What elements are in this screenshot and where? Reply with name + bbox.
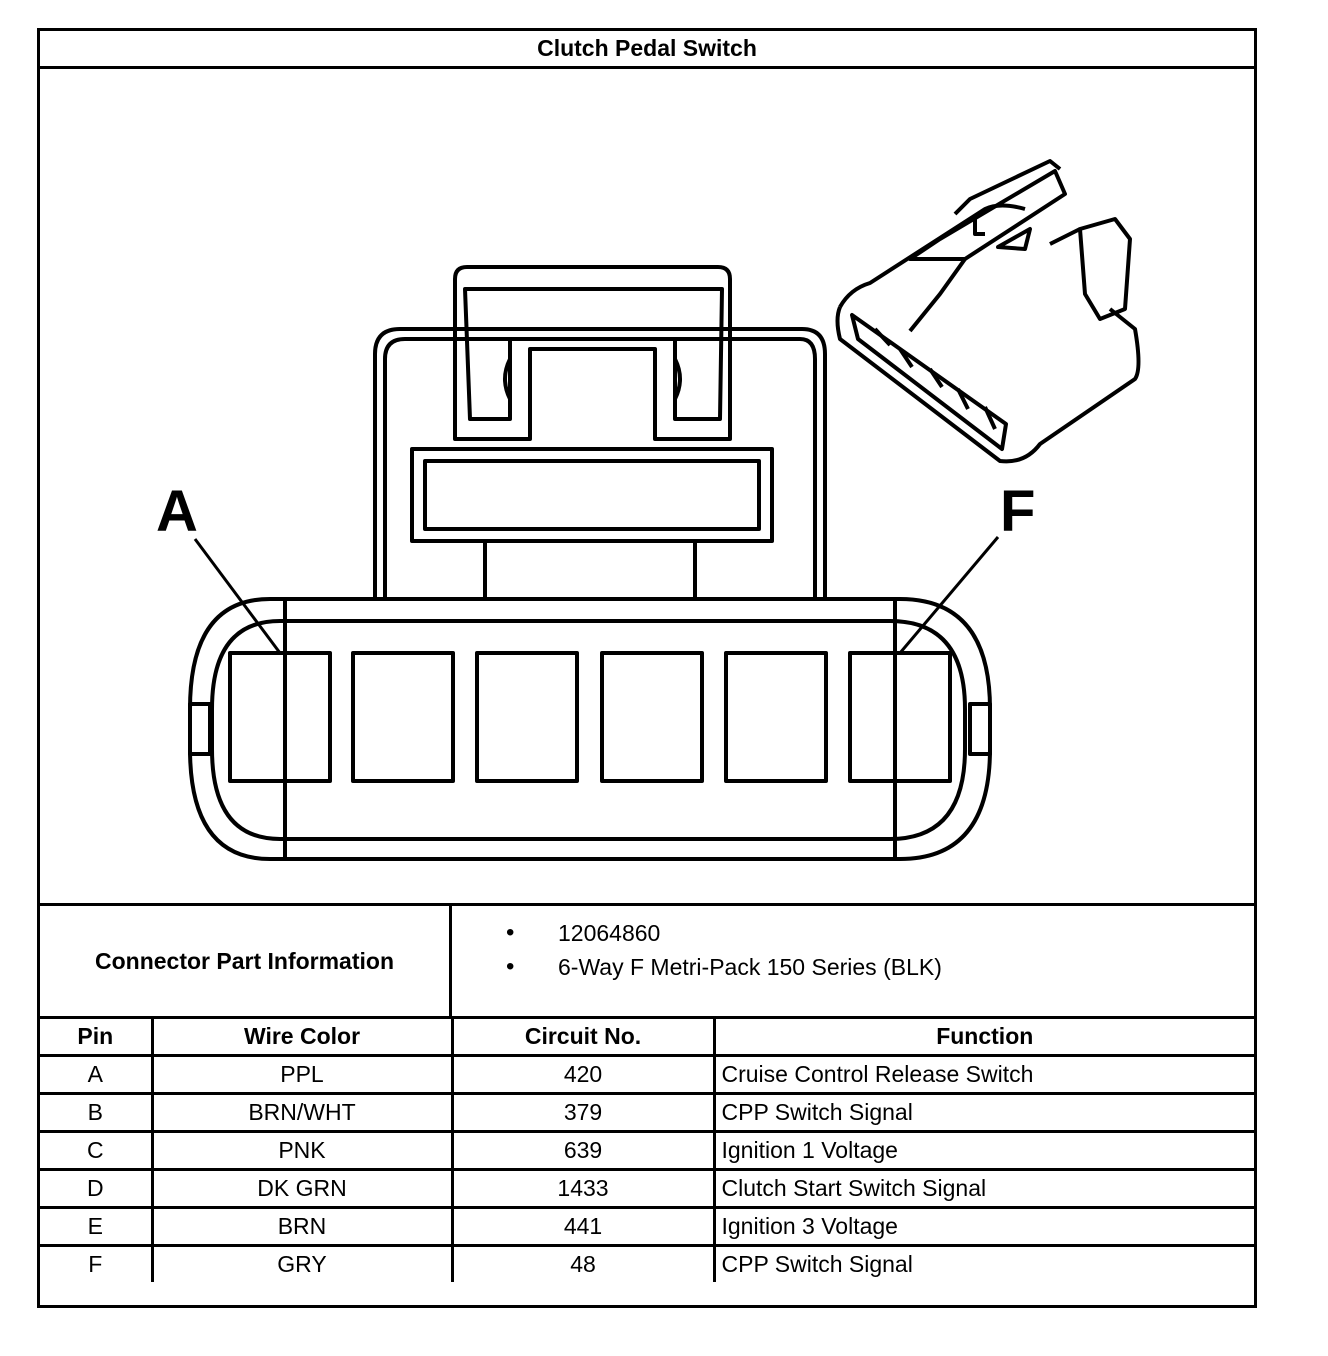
connector-part-number: 12064860 [452,916,1254,950]
connector-inner-shell [210,619,967,841]
header-function: Function [712,1019,1254,1057]
connector-outer-shell [188,597,992,861]
cell-function: Ignition 3 Voltage [712,1206,1254,1247]
cell-function: Cruise Control Release Switch [712,1054,1254,1095]
cell-wire-color: BRN/WHT [150,1092,454,1133]
connector-sheet: Clutch Pedal Switch [37,28,1257,1308]
table-row: E BRN 441 Ignition 3 Voltage [40,1206,1254,1247]
pin-label-a: A [156,479,198,544]
pin-label-f: F [1000,479,1035,544]
cell-pin: C [40,1130,154,1171]
cell-function: Ignition 1 Voltage [712,1130,1254,1171]
leader-line-a [193,538,282,654]
cell-function: Clutch Start Switch Signal [712,1168,1254,1209]
connector-part-info: Connector Part Information 12064860 6-Wa… [40,903,1254,1019]
left-side-tab [188,702,212,756]
cell-function: CPP Switch Signal [712,1092,1254,1133]
cell-wire-color: PPL [150,1054,454,1095]
table-row: B BRN/WHT 379 CPP Switch Signal [40,1092,1254,1133]
cell-circuit: 420 [450,1054,716,1095]
table-header-row: Pin Wire Color Circuit No. Function [40,1019,1254,1057]
cell-wire-color: BRN [150,1206,454,1247]
latch-stem [483,539,697,601]
header-pin: Pin [40,1019,154,1057]
header-circuit-no: Circuit No. [450,1019,716,1057]
cell-circuit: 48 [450,1244,716,1282]
connector-face-drawing: A F [156,159,1141,861]
pin-cavity-a [228,651,332,783]
pin-cavity-c [475,651,579,783]
table-row: F GRY 48 CPP Switch Signal [40,1244,1254,1282]
cell-pin: A [40,1054,154,1095]
cell-circuit: 441 [450,1206,716,1247]
cell-pin: D [40,1168,154,1209]
leader-line-f [898,536,1000,654]
connector-isometric-view [835,159,1141,464]
connector-info-list: 12064860 6-Way F Metri-Pack 150 Series (… [452,906,1254,1026]
latch [453,265,732,441]
connector-description: 6-Way F Metri-Pack 150 Series (BLK) [452,950,1254,984]
pin-table: Pin Wire Color Circuit No. Function A PP… [40,1019,1254,1282]
pin-cavity-d [600,651,704,783]
pin-cavity-e [724,651,828,783]
cell-circuit: 639 [450,1130,716,1171]
cell-wire-color: GRY [150,1244,454,1282]
cell-pin: F [40,1244,154,1282]
connector-info-label: Connector Part Information [40,906,452,1016]
upper-housing [383,337,817,599]
connector-diagram: A F [40,69,1254,903]
cell-pin: B [40,1092,154,1133]
table-row: C PNK 639 Ignition 1 Voltage [40,1130,1254,1171]
cell-wire-color: PNK [150,1130,454,1171]
table-row: A PPL 420 Cruise Control Release Switch [40,1054,1254,1095]
right-side-tab [968,702,992,756]
page-title: Clutch Pedal Switch [40,31,1254,69]
cell-function: CPP Switch Signal [712,1244,1254,1282]
cell-circuit: 379 [450,1092,716,1133]
cell-wire-color: DK GRN [150,1168,454,1209]
cell-pin: E [40,1206,154,1247]
pin-cavity-b [351,651,455,783]
cell-circuit: 1433 [450,1168,716,1209]
header-wire-color: Wire Color [150,1019,454,1057]
pin-cavity-f [848,651,952,783]
table-row: D DK GRN 1433 Clutch Start Switch Signal [40,1168,1254,1209]
